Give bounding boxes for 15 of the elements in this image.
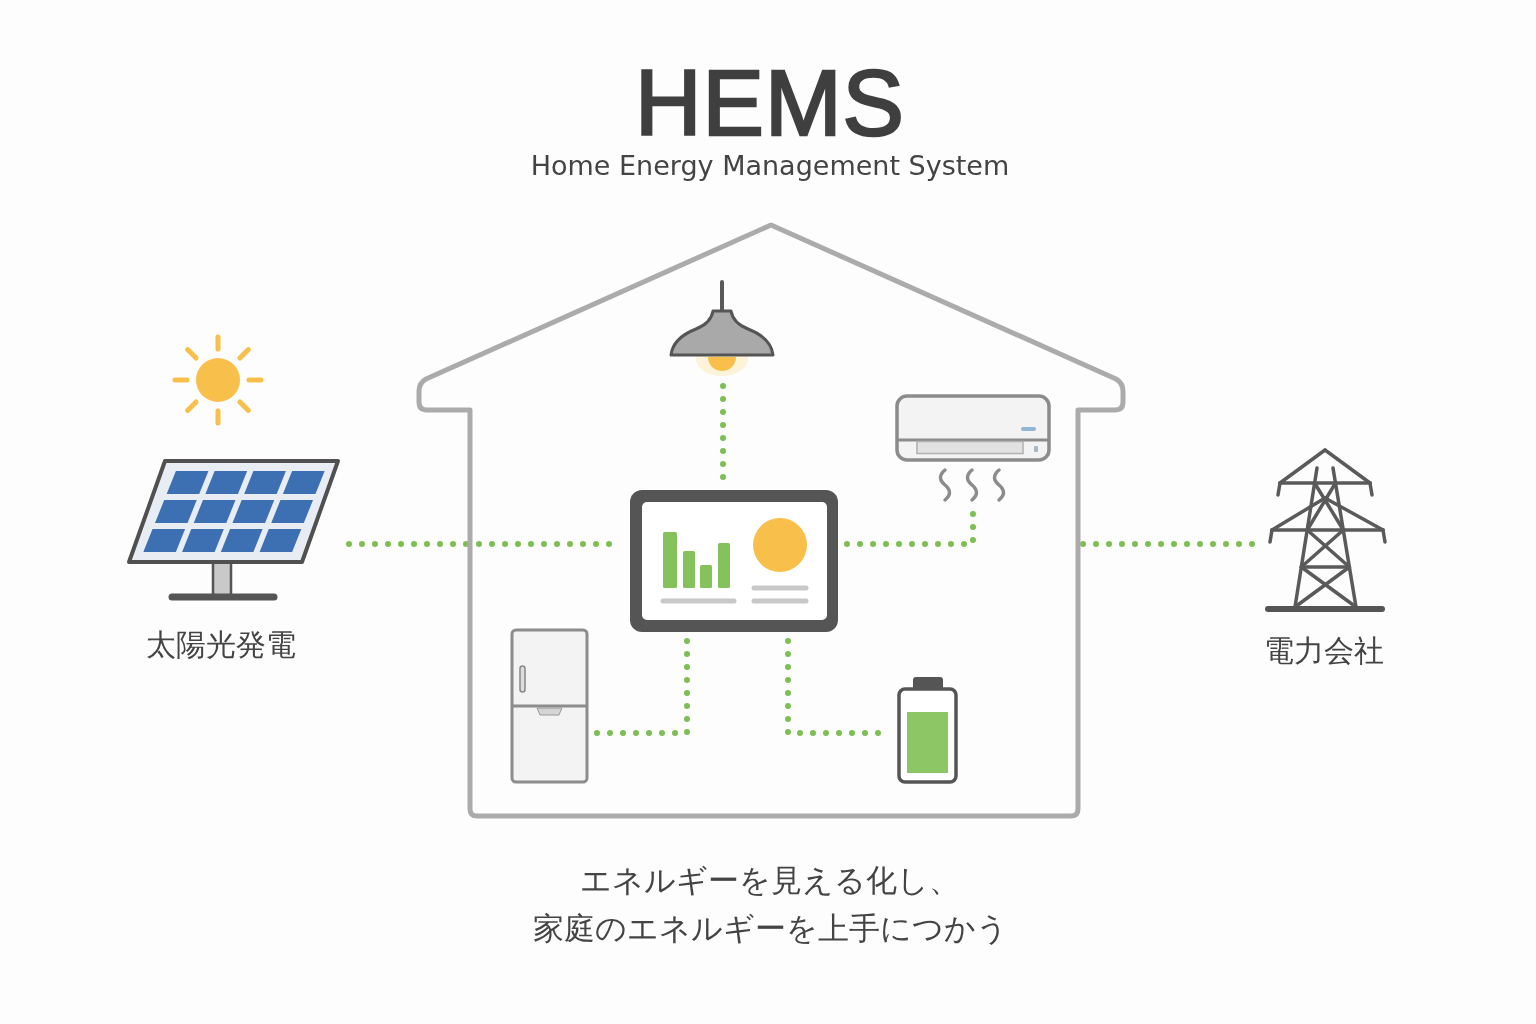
solar-panel-icon bbox=[124, 458, 342, 602]
dotted-connector bbox=[844, 508, 976, 547]
subtitle: Home Energy Management System bbox=[530, 150, 1010, 181]
battery-icon bbox=[897, 676, 958, 784]
title: HEMS bbox=[635, 57, 905, 149]
dotted-connector bbox=[1080, 541, 1258, 547]
node-caption: 電力会社 bbox=[1264, 633, 1384, 669]
air-conditioner-icon bbox=[895, 394, 1051, 504]
dashboard-screen-icon bbox=[628, 488, 840, 634]
caption-text: エネルギーを見える化し、家庭のエネルギーを上手につかう bbox=[531, 861, 1009, 948]
dotted-connector bbox=[593, 638, 690, 736]
refrigerator-icon bbox=[510, 628, 589, 784]
node-caption: 太陽光発電 bbox=[146, 627, 296, 663]
transmission-tower-icon bbox=[1262, 447, 1388, 613]
house-outline bbox=[416, 221, 1126, 819]
